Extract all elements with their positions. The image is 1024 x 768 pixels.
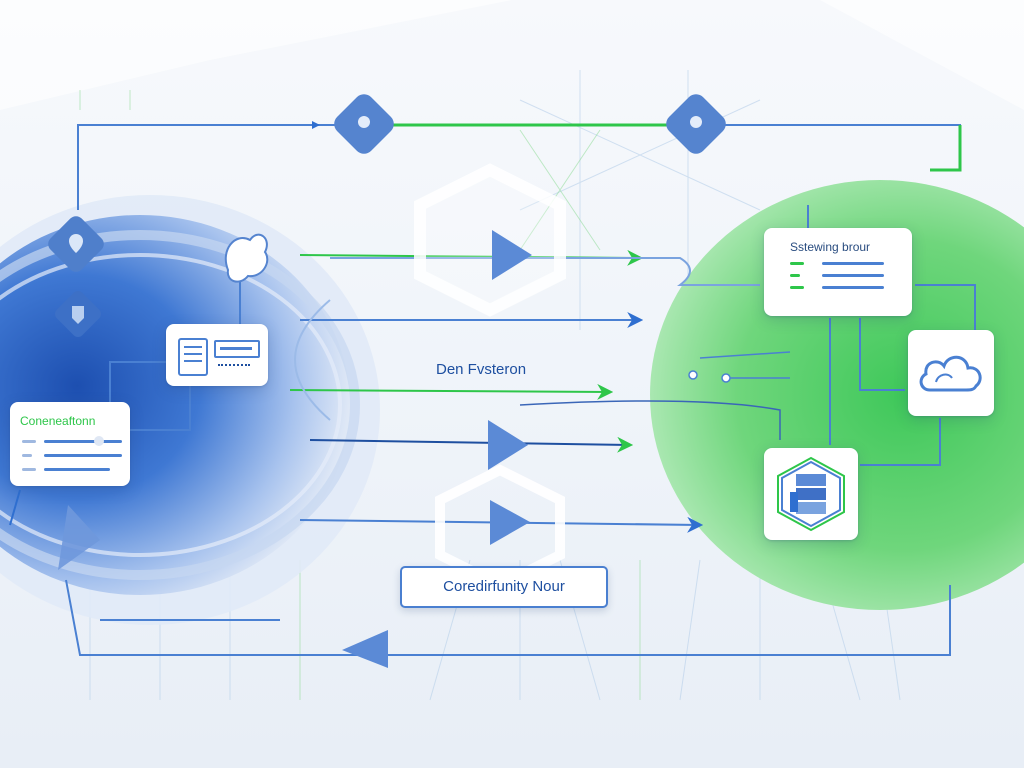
left-card-title: Coneneaftonn — [20, 414, 96, 428]
triangle-left-icon — [342, 630, 388, 668]
left-card[interactable]: Coneneaftonn — [10, 402, 130, 486]
right-card-line — [822, 274, 884, 277]
right-card-bullet — [790, 274, 800, 277]
bird-icon — [224, 233, 269, 283]
green-zone — [650, 180, 1024, 610]
play-icon[interactable] — [490, 500, 530, 545]
left-card-bullet — [22, 468, 36, 471]
right-card-line — [822, 286, 884, 289]
right-top-card-title: Sstewing brour — [790, 240, 871, 254]
right-card-line — [822, 262, 884, 265]
cloud-icon — [919, 355, 982, 392]
right-card-bullet — [790, 286, 804, 289]
left-card-bullet — [22, 454, 32, 457]
bottom-label-box[interactable]: Coredirfunity Nour — [400, 566, 608, 608]
location-pin-icon[interactable] — [330, 90, 398, 158]
wireframe-green-lines — [79, 90, 641, 700]
left-triangle-icon — [58, 505, 100, 570]
right-card-bullet — [790, 262, 804, 265]
bottom-label: Coredirfunity Nour — [443, 578, 565, 595]
server-stack-icon — [777, 456, 845, 532]
document-icon — [178, 338, 208, 376]
cloud-card[interactable] — [908, 330, 994, 416]
location-pin-icon[interactable] — [662, 90, 730, 158]
server-card[interactable] — [764, 448, 858, 540]
document-card[interactable] — [166, 324, 268, 386]
center-label: Den Fvsteron — [436, 361, 527, 378]
play-icon[interactable] — [492, 230, 532, 280]
location-pin-icon[interactable] — [45, 213, 107, 275]
shield-icon[interactable] — [53, 289, 104, 340]
left-card-line — [44, 440, 122, 443]
left-card-bullet — [22, 440, 36, 443]
play-icon[interactable] — [488, 420, 528, 470]
left-card-line — [44, 454, 122, 457]
left-card-line — [44, 468, 110, 471]
right-top-card[interactable]: Sstewing brour — [764, 228, 912, 316]
dotted-line — [218, 364, 250, 368]
input-box — [214, 340, 260, 358]
toggle-dot — [94, 436, 104, 446]
